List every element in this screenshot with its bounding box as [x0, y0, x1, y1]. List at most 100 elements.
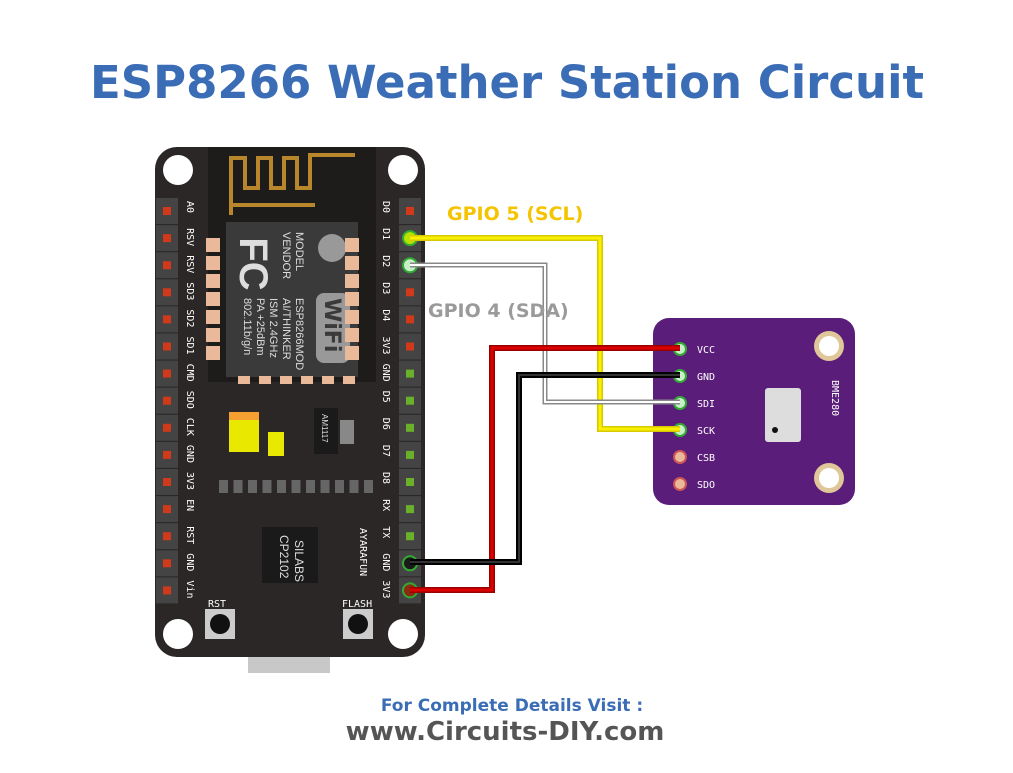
module-text: MODEL	[293, 232, 305, 271]
pin-label: GND	[380, 364, 391, 382]
pin-label: D6	[380, 418, 391, 430]
sensor-pin	[673, 477, 687, 491]
wifi-logo	[316, 293, 350, 363]
pin-pad	[406, 342, 414, 351]
module-pad	[206, 346, 220, 360]
pin-label: SDO	[184, 391, 195, 409]
module-pad	[345, 346, 359, 360]
smd-resistor	[277, 480, 286, 493]
module-pad	[345, 238, 359, 252]
module-pad	[206, 256, 220, 270]
mount-hole	[163, 155, 193, 185]
pin-label: 3V3	[380, 337, 391, 355]
pin-pad	[163, 261, 171, 270]
pin-label: GND	[380, 553, 391, 571]
module-text: ISM 2.4GHz	[267, 298, 279, 358]
pin-label: GND	[184, 553, 195, 571]
nodemcu-board: FC MODEL VENDOR ESP8266MOD AI/THINKER IS…	[155, 147, 425, 673]
pin-pad	[406, 505, 414, 514]
pin-pad	[163, 342, 171, 351]
pin-pad	[163, 532, 171, 541]
wifi-logo-text: WiFi	[319, 298, 344, 352]
smd-resistor	[262, 480, 272, 493]
wires	[410, 235, 680, 593]
pin-pad	[406, 396, 414, 405]
mount-hole	[388, 619, 418, 649]
pin-pad	[406, 207, 414, 215]
module-text: ESP8266MOD	[293, 298, 305, 370]
sensor-name: BME280	[829, 380, 840, 416]
pin-label: EN	[184, 499, 195, 511]
module-pad	[345, 274, 359, 288]
module-pad	[343, 376, 355, 384]
rst-label: RST	[208, 599, 226, 610]
pin-pad	[163, 559, 171, 568]
pin-label: RX	[380, 499, 391, 511]
pin-label: RSV	[184, 228, 195, 246]
pin-label: D1	[380, 228, 391, 240]
pin-label: SD3	[184, 282, 195, 300]
pin-label: Vin	[184, 580, 195, 598]
pin-pad	[406, 478, 414, 486]
pin-label: 3V3	[380, 580, 391, 598]
pin-label: D8	[380, 472, 391, 484]
sensor-chip	[765, 388, 801, 442]
module-pad	[280, 376, 292, 384]
sensor-pin-label: SDI	[697, 399, 715, 410]
module-pad	[345, 292, 359, 306]
sensor-pin	[673, 450, 687, 464]
flash-label: FLASH	[342, 599, 372, 610]
pin-pad	[163, 207, 171, 215]
module-text: PA +25dBm	[254, 298, 266, 356]
smd-resistor	[219, 480, 228, 493]
sensor-pin-label: CSB	[697, 453, 715, 464]
smd-resistor	[306, 480, 315, 493]
usb-chip-label: CP2102	[277, 535, 291, 579]
pin-pad	[163, 505, 171, 514]
mount-hole	[388, 155, 418, 185]
diode	[268, 432, 284, 456]
pin-pad	[163, 396, 171, 405]
pin-label: 3V3	[184, 472, 195, 490]
module-pad	[238, 376, 250, 384]
pin-label: D7	[380, 445, 391, 457]
pin-pad	[163, 315, 171, 324]
module-pad	[259, 376, 271, 384]
module-pad	[206, 328, 220, 342]
sensor-pin-label: GND	[697, 372, 715, 383]
pin-pad	[163, 234, 171, 243]
pin-pad	[163, 423, 171, 432]
module-pad	[345, 310, 359, 324]
pin-pad	[406, 532, 414, 541]
antenna-trace	[229, 153, 355, 215]
module-pad	[206, 238, 220, 252]
smd-resistor	[364, 480, 373, 493]
pin-pad	[163, 288, 171, 297]
pin-pad	[406, 450, 414, 459]
pin-label: SD1	[184, 337, 195, 355]
pin-pad	[406, 288, 414, 297]
brand-label: AYARAFUN	[357, 528, 368, 576]
smd-resistor	[233, 480, 243, 493]
module-pad	[206, 292, 220, 306]
usb-chip	[262, 527, 318, 583]
pin-label: RSV	[184, 255, 195, 273]
scl-label: GPIO 5 (SCL)	[447, 203, 583, 225]
pin-pad	[163, 369, 171, 378]
pin-label: A0	[184, 201, 195, 213]
pin-label: GND	[184, 445, 195, 463]
regulator	[314, 408, 338, 454]
sensor-pin-label: SCK	[697, 426, 715, 437]
module-pad	[206, 310, 220, 324]
pin-label: CLK	[184, 418, 195, 436]
module-pad	[345, 328, 359, 342]
smd-resistor	[248, 480, 257, 493]
pin-label: D2	[380, 255, 391, 267]
pin-label: D0	[380, 201, 391, 213]
usb-chip-label: SILABS	[292, 540, 306, 582]
module-text: AI/THINKER	[280, 298, 292, 360]
footer-line1: For Complete Details Visit :	[381, 696, 643, 716]
footer-link[interactable]: www.Circuits-DIY.com	[346, 717, 665, 747]
pin-label: TX	[380, 526, 391, 538]
